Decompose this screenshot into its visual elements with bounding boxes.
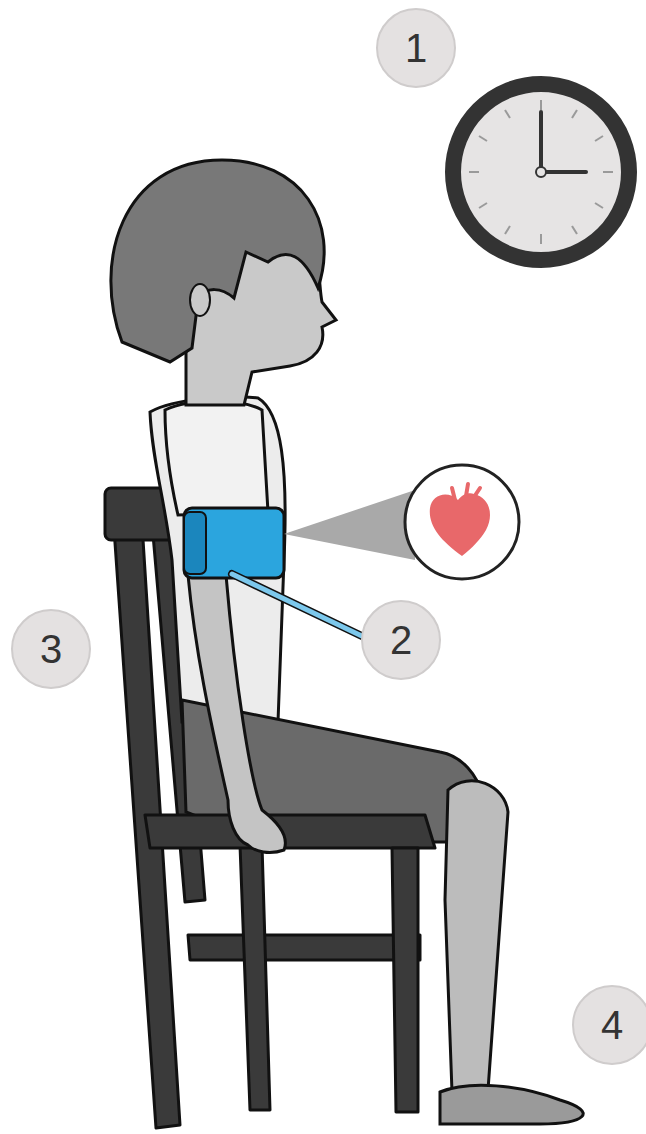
callout-circle: 3 bbox=[11, 609, 91, 689]
callout-number: 1 bbox=[405, 28, 427, 68]
callout-number: 3 bbox=[40, 629, 62, 669]
slipper bbox=[440, 1085, 583, 1124]
ear bbox=[190, 284, 210, 316]
callout-number: 4 bbox=[601, 1005, 623, 1045]
heart-vessels bbox=[452, 484, 480, 500]
callout-number: 2 bbox=[390, 620, 412, 660]
callout-circle: 2 bbox=[361, 600, 441, 680]
heart-icon bbox=[430, 493, 490, 556]
arm bbox=[188, 575, 285, 852]
sleeve bbox=[165, 401, 268, 515]
leg bbox=[445, 781, 508, 1092]
hair bbox=[111, 160, 324, 362]
heart-bubble bbox=[405, 465, 519, 579]
clock bbox=[453, 84, 629, 260]
callout-circle: 4 bbox=[572, 985, 646, 1065]
pointer-cone bbox=[284, 490, 415, 560]
callout-circle: 1 bbox=[376, 8, 456, 88]
chair-seat bbox=[145, 815, 435, 1112]
